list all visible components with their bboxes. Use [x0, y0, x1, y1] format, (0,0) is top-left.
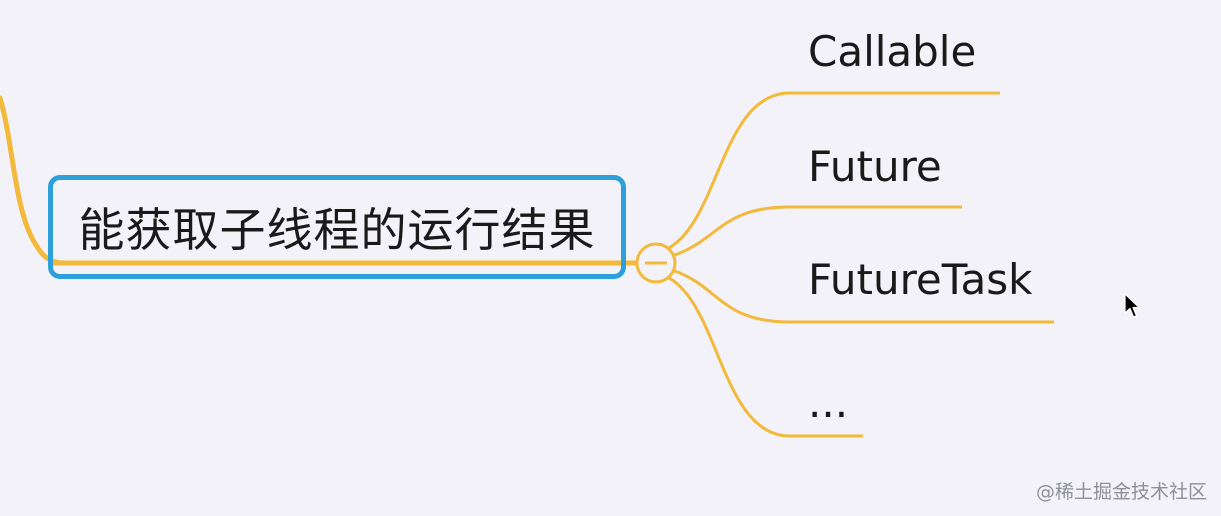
branch-ellipsis[interactable]: ... — [808, 382, 848, 424]
mouse-pointer-icon — [1124, 293, 1140, 318]
branch-connector-ellipsis — [664, 274, 863, 438]
branch-label: ... — [808, 378, 849, 427]
main-topic-node[interactable]: 能获取子线程的运行结果 — [48, 175, 626, 279]
branch-label: Future — [808, 142, 942, 191]
watermark: @稀土掘金技术社区 — [1035, 481, 1207, 503]
branch-future[interactable]: Future — [808, 146, 942, 188]
branch-label: FutureTask — [808, 255, 1033, 304]
branch-connector-future — [671, 205, 962, 258]
branch-label: Callable — [808, 27, 977, 76]
branch-callable[interactable]: Callable — [808, 31, 976, 73]
branch-connector-callable — [664, 91, 1000, 252]
collapse-toggle-button[interactable] — [635, 242, 677, 284]
branch-futuretask[interactable]: FutureTask — [808, 259, 1032, 301]
branch-connector-futuretask — [671, 268, 1054, 324]
main-topic-label: 能获取子线程的运行结果 — [78, 203, 596, 257]
